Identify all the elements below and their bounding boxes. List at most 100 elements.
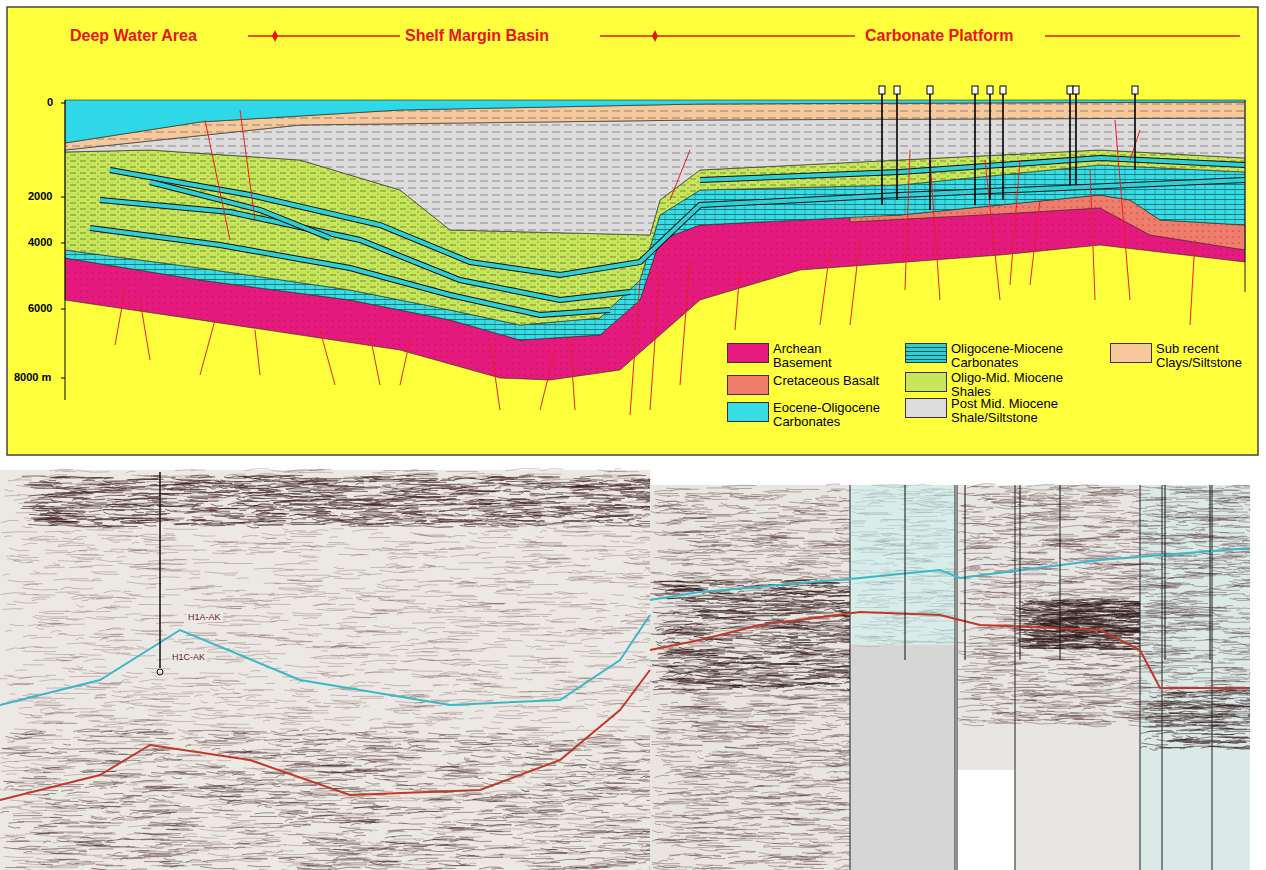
depth-tick: [61, 378, 65, 379]
horizon-label: H1A-AK: [186, 612, 223, 622]
carbonate-stripe: [100, 200, 630, 300]
legend-swatch: [905, 343, 947, 363]
legend-swatch: [727, 343, 769, 363]
carbonate-stripe: [700, 158, 1245, 180]
depth-label: 2000: [28, 190, 52, 202]
legend-swatch: [727, 375, 769, 395]
depth-label: 8000 m: [14, 371, 51, 383]
legend-swatch: [905, 372, 947, 392]
fault-line: [540, 350, 555, 410]
zone-title: Shelf Margin Basin: [405, 27, 549, 45]
panel-divider: [1212, 485, 1213, 870]
seismic-reflector: [0, 468, 650, 870]
zone-divider: [248, 35, 400, 37]
well-line: [1165, 485, 1166, 660]
well-symbol: [987, 86, 993, 94]
well-line: [1020, 485, 1021, 660]
fault-line: [1115, 120, 1130, 300]
zone-marker: [652, 30, 658, 42]
legend-text: Cretaceous Basalt: [773, 374, 903, 388]
depth-tick: [61, 243, 65, 244]
depth-label: 0: [47, 96, 53, 108]
carbonate-stripe-edge: [100, 200, 630, 300]
well-line: [1134, 92, 1136, 170]
well-line: [905, 485, 906, 660]
carbonate-stripe-edge: [700, 158, 1245, 180]
fault-line: [205, 120, 230, 240]
depth-label: 4000: [28, 236, 52, 248]
well-symbol: [157, 669, 163, 675]
fault-line: [850, 240, 860, 325]
legend-text: Eocene-Oligocene Carbonates: [773, 401, 903, 429]
well-line: [989, 92, 991, 200]
well-symbol: [1000, 86, 1006, 94]
zone-divider: [600, 35, 855, 37]
fault-line: [400, 340, 410, 385]
well-line: [1069, 92, 1071, 185]
seismic-reflector: [1015, 598, 1140, 650]
well-line: [1210, 485, 1211, 660]
zone-marker: [272, 30, 278, 42]
well-symbol: [1067, 86, 1073, 94]
depth-axis: [65, 100, 66, 400]
fault-line: [630, 280, 640, 415]
panel-divider: [1015, 485, 1016, 870]
well-symbol: [894, 86, 900, 94]
zone-title: Carbonate Platform: [865, 27, 1013, 45]
seismic-panel: [850, 485, 955, 870]
legend-text: Sub recent Clays/Siltstone: [1156, 342, 1256, 370]
section-edge: [1245, 100, 1246, 292]
legend-swatch: [1110, 343, 1152, 363]
horizon-top: [0, 615, 650, 705]
depth-tick: [61, 103, 65, 104]
well-line: [159, 472, 161, 668]
well-symbol: [972, 86, 978, 94]
fault-line: [930, 160, 940, 300]
fault-line: [680, 260, 690, 385]
seismic-reflector: [1140, 689, 1250, 750]
fault-line: [370, 335, 380, 385]
horizon-label: H1C-AK: [170, 652, 207, 662]
horizon-base: [650, 612, 1250, 688]
fault-line: [670, 150, 690, 200]
depth-tick: [61, 309, 65, 310]
seismic-reflector: [850, 484, 955, 647]
well-symbol: [927, 86, 933, 94]
well-symbol: [1073, 86, 1079, 94]
fault-line: [255, 330, 260, 375]
carbonate-stripe: [150, 182, 330, 238]
horizon-top: [650, 548, 1250, 600]
legend-swatch: [905, 398, 947, 418]
horizon-base: [0, 670, 650, 800]
legend-swatch: [727, 402, 769, 422]
carbonate-stripe-edge: [150, 182, 330, 238]
depth-label: 6000: [28, 302, 52, 314]
well-symbol: [879, 86, 885, 94]
fault-line: [490, 340, 500, 410]
well-symbol: [1132, 86, 1138, 94]
legend-text: Post Mid. Miocene Shale/Siltstone: [951, 397, 1101, 425]
zone-title: Deep Water Area: [70, 27, 197, 45]
fault-line: [200, 320, 215, 375]
well-line: [896, 92, 898, 200]
panel-divider: [1140, 485, 1141, 870]
fault-line: [650, 270, 660, 410]
legend-text: Archean Basement: [773, 342, 868, 370]
legend-text: Oligo-Mid. Miocene Shales: [951, 371, 1101, 399]
panel-ground: [7, 7, 1258, 455]
fault-line: [820, 250, 830, 325]
fault-line: [1090, 170, 1095, 300]
well-line: [965, 485, 966, 660]
fault-line: [735, 270, 740, 330]
panel-divider: [957, 485, 958, 870]
seismic-reflector: [21, 474, 650, 528]
well-line: [1075, 92, 1077, 185]
fault-line: [570, 340, 575, 410]
fault-line: [1190, 240, 1195, 325]
panel-divider: [1162, 485, 1163, 870]
depth-tick: [61, 197, 65, 198]
fault-line: [320, 330, 335, 385]
legend-text: Oligocene-Miocene Carbonates: [951, 342, 1101, 370]
panel-divider: [955, 485, 956, 870]
